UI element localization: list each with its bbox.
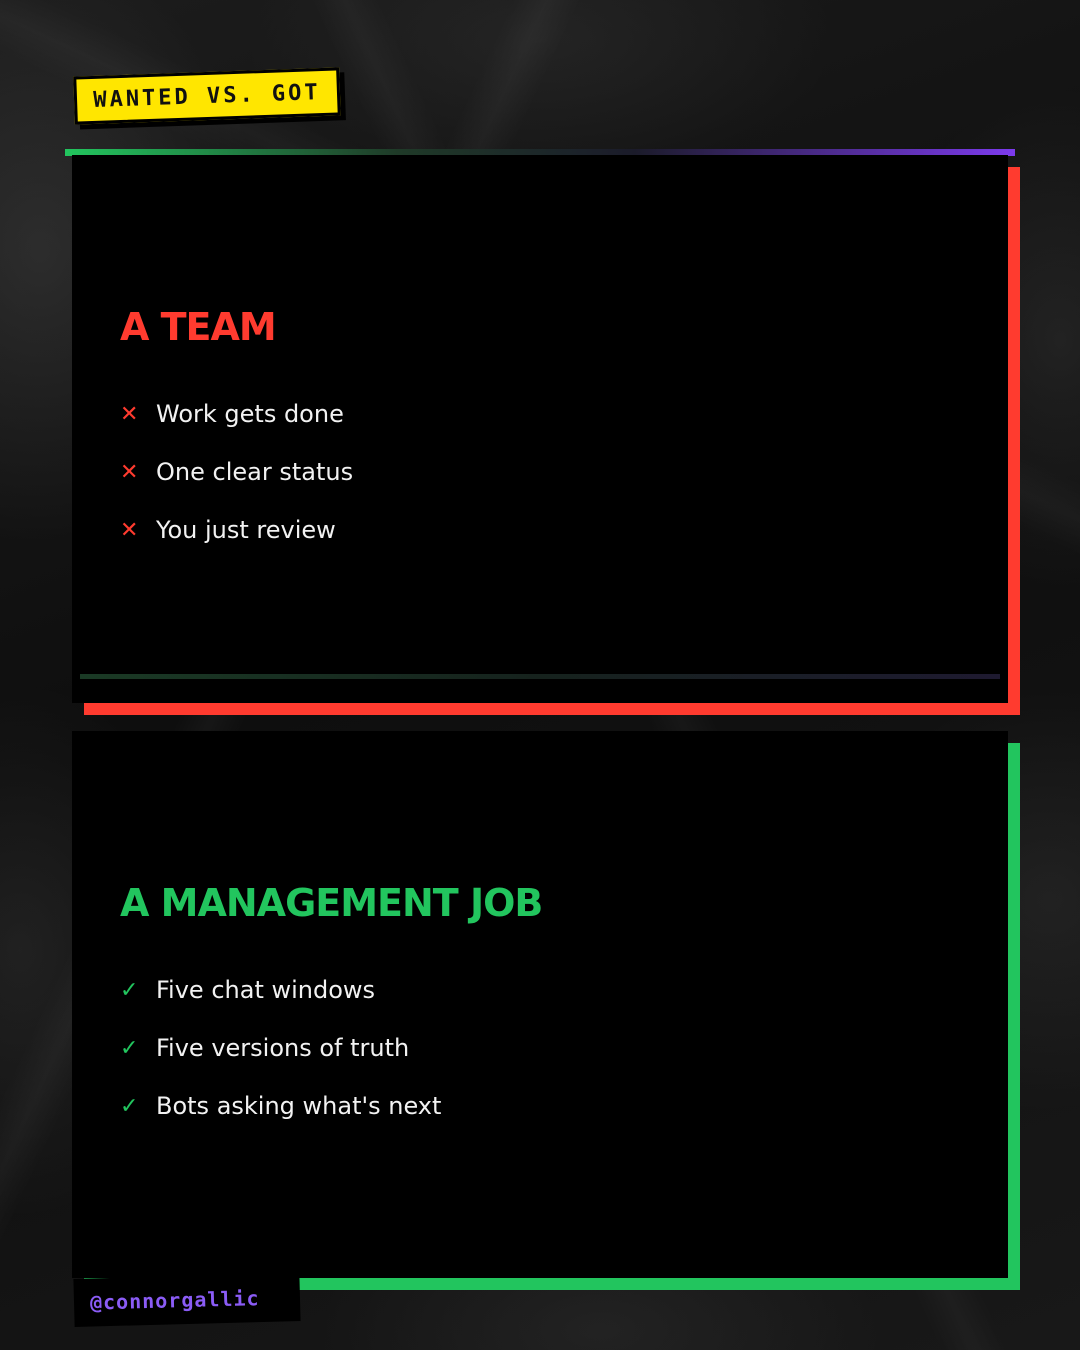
list-item-text: Five versions of truth <box>156 1034 410 1062</box>
header-tag-label: WANTED VS. GOT <box>92 79 322 113</box>
list-item-text: Five chat windows <box>156 976 376 1004</box>
got-card: A MANAGEMENT JOB ✓ Five chat windows ✓ F… <box>72 731 1008 1278</box>
list-item: ✓ Five versions of truth <box>120 1019 441 1077</box>
wanted-card: A TEAM ✕ Work gets done ✕ One clear stat… <box>72 155 1008 703</box>
got-card-title: A MANAGEMENT JOB <box>120 881 543 925</box>
got-list: ✓ Five chat windows ✓ Five versions of t… <box>120 961 441 1135</box>
check-icon: ✓ <box>120 977 139 1003</box>
list-item: ✕ Work gets done <box>120 385 353 443</box>
list-item: ✓ Bots asking what's next <box>120 1077 441 1135</box>
header-tag: WANTED VS. GOT <box>73 67 341 125</box>
wanted-card-title: A TEAM <box>120 305 277 349</box>
list-item: ✕ One clear status <box>120 443 353 501</box>
x-icon: ✕ <box>120 517 139 543</box>
x-icon: ✕ <box>120 459 139 485</box>
author-handle-badge: @connorgallic <box>73 1273 301 1327</box>
top-accent-line <box>65 149 1015 156</box>
list-item: ✓ Five chat windows <box>120 961 441 1019</box>
check-icon: ✓ <box>120 1035 139 1061</box>
list-item-text: You just review <box>156 516 336 544</box>
x-icon: ✕ <box>120 401 139 427</box>
list-item-text: Bots asking what's next <box>156 1092 442 1120</box>
check-icon: ✓ <box>120 1093 139 1119</box>
card-divider-line <box>80 674 1000 679</box>
list-item-text: Work gets done <box>156 400 344 428</box>
list-item: ✕ You just review <box>120 501 353 559</box>
list-item-text: One clear status <box>156 458 354 486</box>
author-handle: @connorgallic <box>89 1286 260 1315</box>
wanted-list: ✕ Work gets done ✕ One clear status ✕ Yo… <box>120 385 353 559</box>
